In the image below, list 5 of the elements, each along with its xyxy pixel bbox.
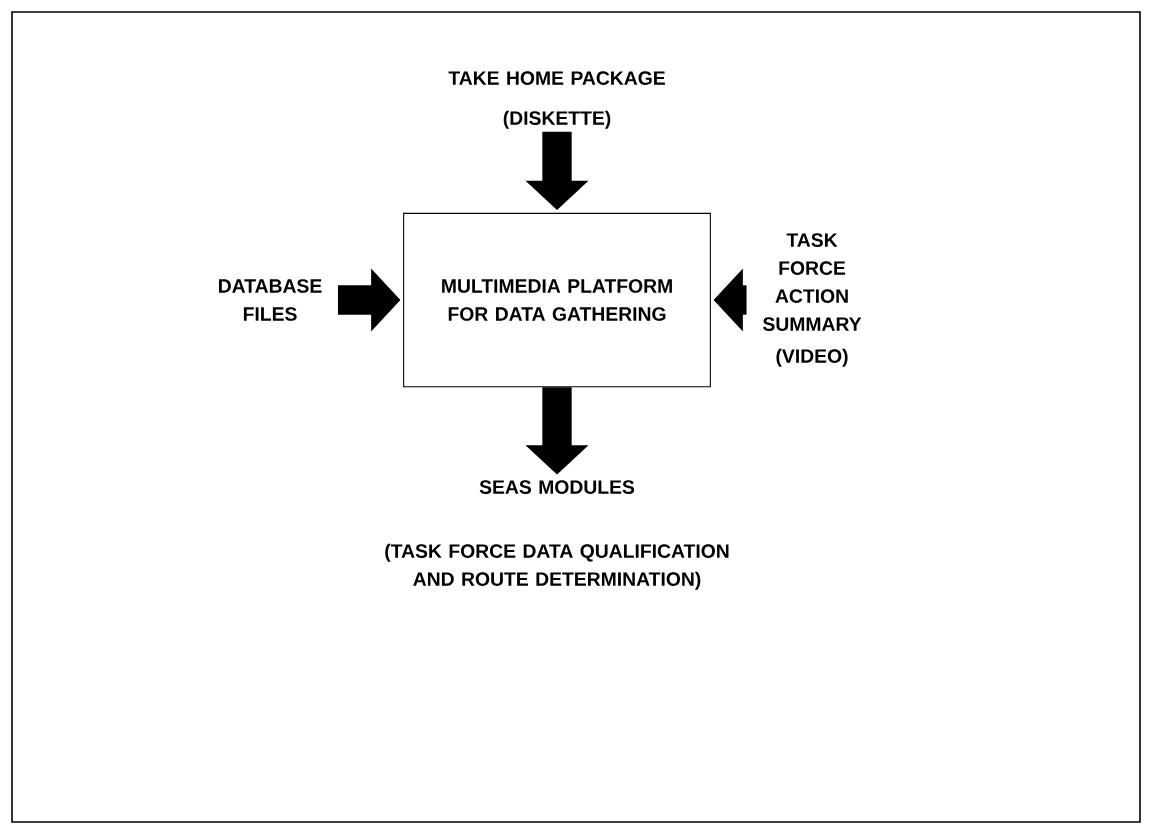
text-label: TAKE HOME PACKAGE (DISKETTE) [448, 71, 665, 129]
process-box: MULTIMEDIA PLATFORM FOR DATA GATHERING [403, 212, 711, 388]
text-label: SEAS MODULES (TASK FORCE DATA QUALIFICATION AND ROUTE DETERMINATION) [385, 480, 729, 590]
text-label: DATABASE FILES [219, 279, 322, 321]
text-label: TASK FORCE ACTION SUMMARY (VIDEO) [763, 233, 862, 367]
